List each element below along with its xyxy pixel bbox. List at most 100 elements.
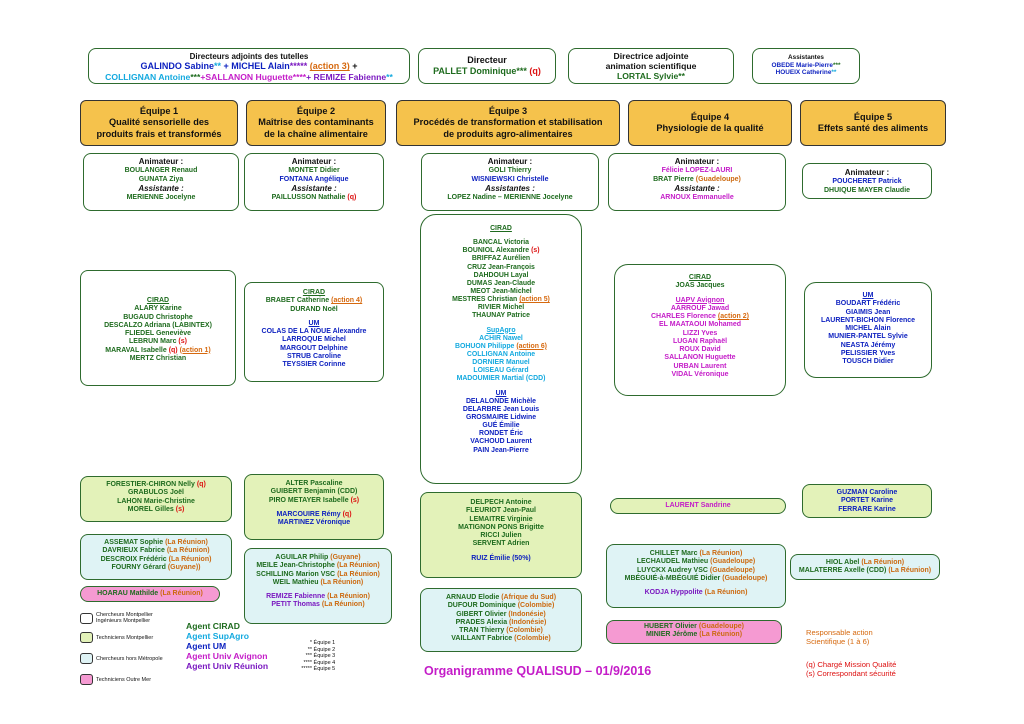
tut3-seg: +SALLANON Huguette	[200, 72, 293, 83]
animateur-text: Assistante :	[138, 183, 184, 193]
researcher: MUNIER-PANTEL Sylvie	[808, 333, 928, 341]
tutelles-box: Directeurs adjoints des tutelles GALINDO…	[88, 48, 410, 84]
researcher: LUGAN Raphaël	[618, 338, 782, 346]
team-1-hors-metropole: ASSEMAT Sophie (La Réunion)DAVRIEUX Fabr…	[80, 534, 232, 580]
chart-title: Organigramme QUALISUD – 01/9/2016	[424, 664, 652, 678]
researcher-name: BOUNIOL Alexandre	[462, 247, 530, 255]
researcher: COLAS DE LA NOUE Alexandre	[248, 328, 380, 336]
adjointe-box: Directrice adjointe animation scientifiq…	[568, 48, 734, 84]
animateur-line: Animateur :	[248, 157, 380, 167]
team-1-name-1: Qualité sensorielle des	[108, 117, 210, 128]
hors-metropole-tag: (Colombie)	[517, 602, 555, 610]
researcher-name: STRUB Caroline	[286, 352, 342, 360]
team-5-label: Équipe 5	[853, 111, 893, 122]
technicien: LEMAITRE Virginie	[424, 516, 578, 524]
animateur-text: Animateur :	[487, 157, 533, 166]
hors-metropole-tag: (Guyane))	[167, 563, 201, 571]
legend-agent: Agent Univ Réunion	[186, 660, 269, 671]
team-3-name-1: Procédés de transformation et stabilisat…	[413, 117, 603, 128]
researcher-name: RIVIER Michel	[477, 304, 525, 312]
researcher-name: BOUDART Frédéric	[835, 300, 901, 308]
technicien-name: MARTINEZ Véronique	[277, 519, 351, 526]
technicien: FLEURIOT Jean-Paul	[424, 507, 578, 515]
researcher-tag: (action 6)	[516, 342, 547, 350]
technicien-name: DELPECH Antoine	[470, 499, 532, 506]
hors-metropole-tag: (Indonésie)	[509, 618, 547, 626]
hors-metropole-name: PRADES Alexia	[455, 618, 508, 626]
technicien-name: LEMAITRE Virginie	[469, 515, 533, 523]
animateur-line: BRAT Pierre (Guadeloupe)	[612, 176, 782, 184]
legend-q-s: (q) Chargé Mission Qualité (s) Correspon…	[806, 660, 896, 679]
technicien-tag: (q)	[196, 481, 206, 488]
researcher: TOUSCH Didier	[808, 358, 928, 366]
hors-metropole-tag: (Indonésie)	[508, 610, 546, 618]
animateur-line: Félicie LOPEZ-LAURI	[612, 167, 782, 175]
hors-metropole-name: DUFOUR Dominique	[447, 602, 516, 610]
technicien-name: GUIBERT Benjamin (CDD)	[270, 488, 358, 496]
researcher: DURAND Noël	[248, 306, 380, 314]
researcher-name: RONDET Éric	[478, 430, 524, 438]
researcher: ALARY Karine	[84, 305, 232, 313]
animateur-text: BRAT Pierre	[653, 175, 694, 183]
researcher: FLIEDEL Geneviève	[84, 330, 232, 338]
researcher-name: LEBRUN Marc	[129, 338, 177, 346]
team-3-hors-metropole: ARNAUD Elodie (Afrique du Sud)DUFOUR Dom…	[420, 588, 582, 652]
legend-agent: Agent Univ Avignon	[186, 650, 268, 661]
hors-metropole-tag: (Guadeloupe)	[722, 574, 768, 582]
technicien-tag: (s)	[350, 496, 360, 504]
animateur-line: FONTANA Angélique	[248, 176, 380, 184]
hors-metropole-tag: (Guadeloupe)	[709, 566, 755, 574]
tutelles-title: Directeurs adjoints des tutelles	[189, 52, 309, 61]
researcher-name: DURAND Noël	[290, 305, 338, 313]
hors-metropole: VAILLANT Fabrice (Colombie)	[424, 635, 578, 643]
outre-mer-tag: (La Réunion)	[699, 631, 743, 639]
researcher: DAHDOUH Layal	[424, 272, 578, 280]
researcher-name: DELARBRE Jean Louis	[462, 405, 540, 413]
technicien: GUIBERT Benjamin (CDD)	[248, 488, 380, 496]
quality-tag: (q)	[347, 194, 357, 201]
team-2-header: Équipe 2 Maîtrise des contaminants de la…	[246, 100, 386, 146]
animateur-text: LOPEZ Nadine – MERIENNE Jocelyne	[447, 194, 573, 201]
researcher: SALLANON Huguette	[618, 354, 782, 362]
researcher-name: CIRAD	[688, 274, 712, 281]
hors-metropole-tag: (Guyane)	[330, 554, 361, 561]
animateur-text: Animateur :	[138, 157, 184, 166]
technicien-name: PORTET Karine	[840, 497, 894, 505]
researcher-name: EL MAATAOUI Mohamed	[658, 321, 742, 329]
researcher-name: UM	[308, 319, 320, 327]
technicien-tag: (q)	[342, 510, 352, 518]
hors-metropole: DUFOUR Dominique (Colombie)	[424, 602, 578, 610]
hors-metropole: DESCROIX Frédéric (La Réunion)	[84, 556, 228, 564]
technicien: GRABULOS Joël	[84, 489, 228, 497]
researcher-name: LIZZI Yves	[682, 329, 718, 337]
researcher: CIRAD	[248, 289, 380, 297]
legend-star: ****	[303, 659, 312, 666]
researcher: MICHEL Alain	[808, 325, 928, 333]
technicien-name: FLEURIOT Jean-Paul	[465, 507, 536, 515]
researcher-name: BOHUON Philippe	[455, 342, 515, 350]
hors-metropole-tag: (La Réunion)	[320, 578, 364, 586]
researcher: AARROUF Jawad	[618, 305, 782, 313]
researcher-name: DESCALZO Adriana (LABINTEX)	[104, 321, 212, 329]
researcher-name: UAPV Avignon	[675, 296, 725, 304]
hors-metropole-tag: (Afrique du Sud)	[501, 594, 557, 601]
hors-metropole-name: PETIT Thomas	[271, 601, 320, 609]
researcher-name: GUÉ Émilie	[482, 422, 520, 430]
researcher: LOISEAU Gérard	[424, 367, 578, 375]
hors-metropole-tag: (La Réunion)	[165, 539, 208, 546]
team-5-hors-metropole: HIOL Abel (La Réunion)MALATERRE Axelle (…	[790, 554, 940, 580]
researcher: SupAgro	[424, 327, 578, 335]
animateur-text: ARNOUX Emmanuelle	[660, 194, 734, 201]
hors-metropole: GIBERT Olivier (Indonésie)	[424, 611, 578, 619]
tutelles-line-3: COLLIGNAN Antoine***+SALLANON Huguette**…	[92, 72, 406, 82]
animateur-text: GUNATA Ziya	[138, 175, 184, 183]
researcher-name: COLAS DE LA NOUE Alexandre	[261, 328, 367, 335]
hors-metropole: MBÉGUIÉ-à-MBÉGUIÉ Didier (Guadeloupe)	[610, 575, 782, 583]
animateur-line: Animateur :	[612, 157, 782, 167]
technicien-name: PIRO METAYER Isabelle	[268, 496, 349, 504]
researcher: CIRAD	[424, 225, 578, 233]
team-1-label: Équipe 1	[139, 106, 179, 117]
